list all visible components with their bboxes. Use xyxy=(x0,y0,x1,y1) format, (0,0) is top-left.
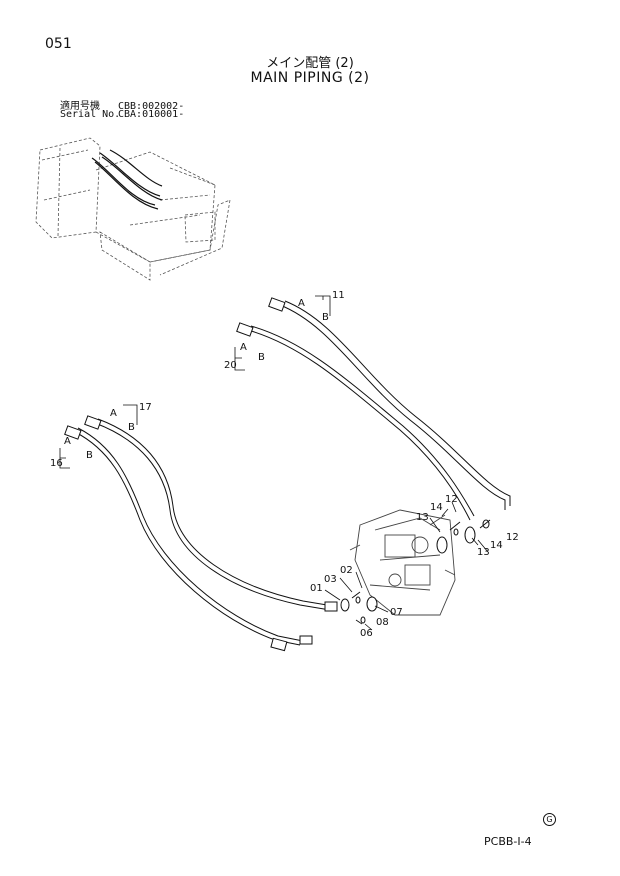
callout-number: 12 xyxy=(506,532,519,543)
callout-number: 14 xyxy=(490,540,503,551)
callout-port-label: B xyxy=(128,422,135,433)
serial-label: Serial No. xyxy=(60,109,121,120)
page-number: 051 xyxy=(45,36,72,52)
title-english: MAIN PIPING (2) xyxy=(250,70,370,86)
excavator-thumbnail xyxy=(35,137,231,281)
footer-page-code: PCBB-I-4 xyxy=(484,835,532,848)
callout-number: 06 xyxy=(360,628,373,639)
callout-number: 03 xyxy=(324,574,337,585)
callout-number: 12 xyxy=(445,494,458,505)
callout-number: 01 xyxy=(310,583,323,594)
callout-number: 14 xyxy=(430,502,443,513)
revision-badge: G xyxy=(543,813,556,826)
callout-port-label: A xyxy=(110,408,117,419)
callout-port-label: B xyxy=(86,450,93,461)
fittings-upper xyxy=(236,297,286,337)
callout-number: 07 xyxy=(390,607,403,618)
pump-assembly xyxy=(349,509,456,616)
callout-port-label: A xyxy=(240,342,247,353)
callout-number: 13 xyxy=(477,547,490,558)
callout-port-label: A xyxy=(298,298,305,309)
serial-label: 適用号機 xyxy=(60,101,100,112)
seals-flanges xyxy=(340,519,491,624)
callout-number: 13 xyxy=(416,512,429,523)
serial-value: CBA:010001- xyxy=(118,109,185,120)
callout-leaders xyxy=(59,295,489,631)
callout-number: 20 xyxy=(224,360,237,371)
callout-port-label: B xyxy=(322,312,329,323)
serial-row: 適用号機 CBB:002002- xyxy=(60,97,184,112)
callout-labels: 11 A B 20 A B 17 A B 16 A B 14 12 13 13 … xyxy=(50,290,519,639)
callout-number: 11 xyxy=(332,290,345,301)
serial-value: CBB:002002- xyxy=(118,101,185,112)
hose-11-20 xyxy=(247,300,511,521)
callout-number: 02 xyxy=(340,565,353,576)
fittings-lower xyxy=(64,415,338,652)
callout-port-label: A xyxy=(64,436,71,447)
serial-row: Serial No.CBA:010001- xyxy=(60,109,184,120)
callout-number: 08 xyxy=(376,617,389,628)
thumbnail-hoses xyxy=(91,149,163,210)
callout-number: 17 xyxy=(139,402,152,413)
hose-17-16 xyxy=(74,418,334,646)
callout-port-label: B xyxy=(258,352,265,363)
title-japanese: メイン配管 (2) xyxy=(266,56,354,71)
callout-number: 16 xyxy=(50,458,63,469)
